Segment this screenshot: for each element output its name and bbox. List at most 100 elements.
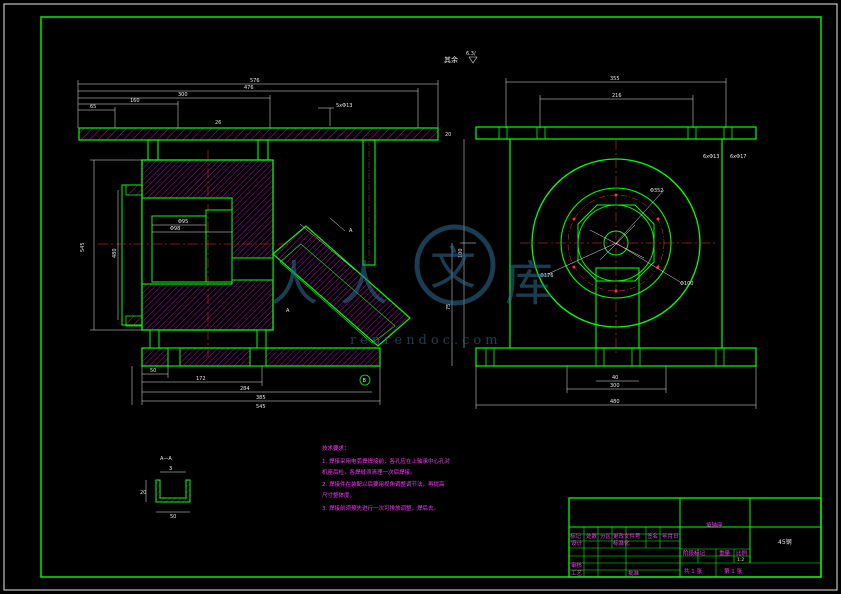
dim-476: 476 [244, 85, 254, 91]
top-plate-ref: 26 [215, 120, 221, 126]
part-name: 承轴座 [706, 521, 723, 529]
watermark-char-4: 库 [505, 256, 553, 312]
tech-note-1: 1. 焊接采用电弧焊焊接前，各孔应在上轴承中心孔对 [322, 457, 450, 465]
right-front-view: 355 216 6xΦ13 6xΦ17 [446, 76, 757, 409]
tb-row-standard: 标准化 [613, 539, 630, 547]
right-base-plate [475, 347, 757, 367]
left-inner-dims [90, 159, 232, 331]
right-top-plate [475, 126, 757, 140]
tb-row-design: 设计 [571, 539, 583, 547]
dim-300: 300 [178, 92, 188, 98]
tb-header-6: 年月日 [662, 532, 679, 540]
tb-header-1: 标记 [570, 532, 582, 540]
tech-notes-title: 技术要求： [322, 444, 350, 452]
tb-approve: 批准 [628, 569, 640, 577]
roughness-note: 其余 6.3/ [444, 51, 478, 64]
right-top-holes [498, 126, 733, 140]
dim-65: 65 [90, 104, 96, 110]
watermark-char-2: 人 [340, 256, 388, 312]
tb-header-5: 签名 [647, 532, 658, 540]
tb-weight: 重量 [719, 549, 731, 557]
bottom-dim-284: 284 [240, 386, 250, 392]
bottom-dim-545: 545 [256, 404, 266, 410]
watermark: 人 人 文 库 renrendoc.com [270, 224, 553, 348]
technical-requirements: 技术要求： 1. 焊接采用电弧焊焊接前，各孔应在上轴承中心孔对 机座后检，各焊缝… [322, 444, 450, 512]
watermark-url: renrendoc.com [350, 333, 502, 348]
material: 45钢 [778, 538, 792, 546]
drawing-border [40, 16, 822, 578]
radial-dim-phi352: Φ352 [650, 188, 663, 194]
left-top-dimension-lines [77, 80, 439, 128]
right-side-walls [509, 139, 723, 348]
left-center-lines [98, 150, 290, 360]
right-base-holes [485, 347, 725, 367]
tech-note-1b: 机座后检，各焊缝须清理一次后焊接。 [322, 468, 416, 476]
roughness-label: 其余 [444, 55, 458, 64]
bore-dim-phi98: Φ98 [170, 226, 180, 232]
hole-dim-6xphi17: 6xΦ17 [730, 154, 746, 160]
title-block [568, 497, 822, 578]
tb-sheet-total: 共 1 张 [684, 567, 702, 575]
section-mark-a-top: A [349, 228, 353, 234]
bolt-hole-markers [572, 193, 660, 293]
bore-cutouts [121, 184, 274, 327]
tb-process: 工艺 [571, 570, 583, 577]
tb-header-4: 更改文件号 [613, 532, 641, 540]
roughness-symbol-icon [468, 56, 478, 64]
watermark-char-1: 人 [270, 256, 318, 312]
right-lower-block [595, 267, 640, 349]
right-bottom-dim-40: 40 [612, 375, 618, 381]
view-label-b: B [363, 378, 367, 384]
hole-dim-6xphi13: 6xΦ13 [703, 154, 719, 160]
tech-note-2b: 尺寸整体度。 [322, 491, 355, 499]
detail-a-a: A—A 3 20 50 [140, 456, 191, 520]
tb-header-2: 处数 [586, 532, 598, 540]
right-bottom-dimension-lines [475, 366, 757, 409]
section-mark-a-bottom: A [286, 308, 290, 314]
detail-label: A—A [160, 456, 172, 462]
tb-stage: 阶段标记 [683, 549, 706, 557]
dim-576: 576 [250, 78, 260, 84]
detail-dim-50: 50 [170, 514, 176, 520]
right-bottom-dim-480: 480 [610, 399, 620, 405]
detail-dim-20: 20 [140, 490, 146, 496]
watermark-char-3: 文 [430, 241, 476, 295]
left-bottom-dimension-lines [131, 366, 381, 405]
view-label-circle-icon [359, 374, 371, 386]
title-block-text: 承轴座 45钢 标记 处数 分区 更改文件号 签名 年月日 设计 标准化 阶段标… [570, 521, 792, 577]
top-plate-thickness: 20 [445, 132, 451, 138]
right-dim-216: 216 [612, 93, 622, 99]
tb-ratio: 比例 [736, 549, 748, 557]
bottom-dim-385: 385 [256, 395, 266, 401]
dim-160: 160 [130, 98, 140, 104]
left-section-view: 576 476 300 160 65 5xΦ13 20 26 [77, 78, 451, 410]
right-dim-355: 355 [610, 76, 620, 82]
right-bottom-dim-300: 300 [610, 383, 620, 389]
tech-note-2: 2. 焊接件在装配以后要用视角调整调节法，再提高 [322, 480, 445, 488]
radial-leaders [547, 189, 681, 283]
tb-scale: 1:2 [737, 557, 744, 563]
angled-tube [272, 217, 411, 347]
radial-dim-phi100: Φ100 [680, 281, 693, 287]
side-dim-545: 545 [80, 242, 86, 252]
top-plate [78, 127, 439, 141]
right-top-dimension-lines [505, 78, 727, 128]
watermark-circle-icon [414, 224, 496, 306]
dim-5xphi13: 5xΦ13 [336, 103, 352, 109]
outer-sheet-frame [3, 3, 838, 591]
tb-header-3: 分区 [600, 532, 612, 540]
right-side-dim-100: 100 [458, 248, 464, 258]
tech-note-3: 3. 焊接前须预先进行一次可排放调整，焊后去。 [322, 504, 439, 512]
bore-dim-phi95: Φ95 [178, 219, 188, 225]
base-feet [149, 329, 267, 367]
detail-dim-3: 3 [169, 466, 172, 472]
tb-sheet-no: 第 1 张 [724, 567, 742, 575]
right-center-lines [520, 140, 715, 355]
right-side-dim-75: 75 [446, 304, 452, 310]
roughness-value: 6.3/ [466, 51, 476, 57]
bottom-dim-50: 50 [150, 368, 156, 374]
tb-review: 审核 [571, 561, 583, 569]
side-dim-480: 480 [112, 248, 118, 258]
radial-dim-phi176: Φ176 [540, 273, 553, 279]
